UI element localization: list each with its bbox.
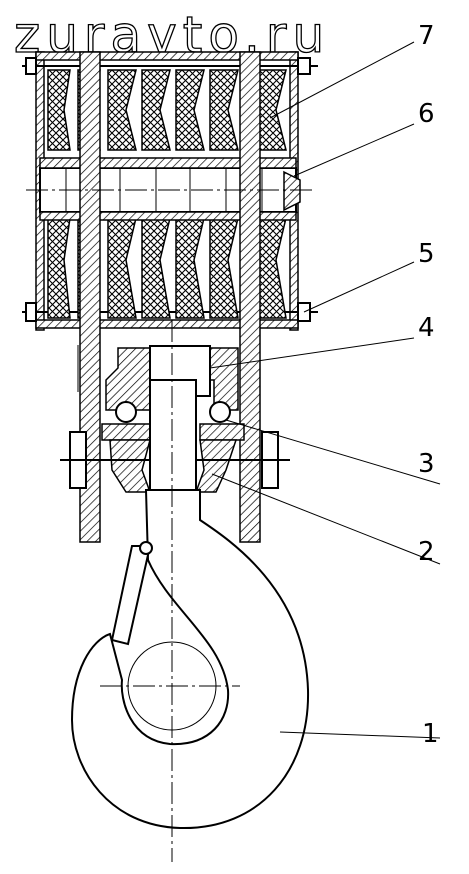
callout-4: 4: [418, 313, 435, 343]
callout-5: 5: [418, 239, 435, 269]
callout-7: 7: [418, 21, 435, 51]
callout-6: 6: [418, 99, 435, 129]
hook-nut-housing: [60, 345, 290, 493]
axle: [39, 157, 301, 221]
callout-1: 1: [422, 719, 439, 749]
callout-2: 2: [418, 537, 435, 567]
cheek-plates: [77, 51, 261, 543]
leader-lines: [209, 41, 441, 739]
hook: [70, 379, 310, 830]
callout-3: 3: [418, 449, 435, 479]
callout-labels: 7 6 5 4 3 2 1: [418, 21, 439, 749]
sheave-block: [22, 51, 318, 331]
